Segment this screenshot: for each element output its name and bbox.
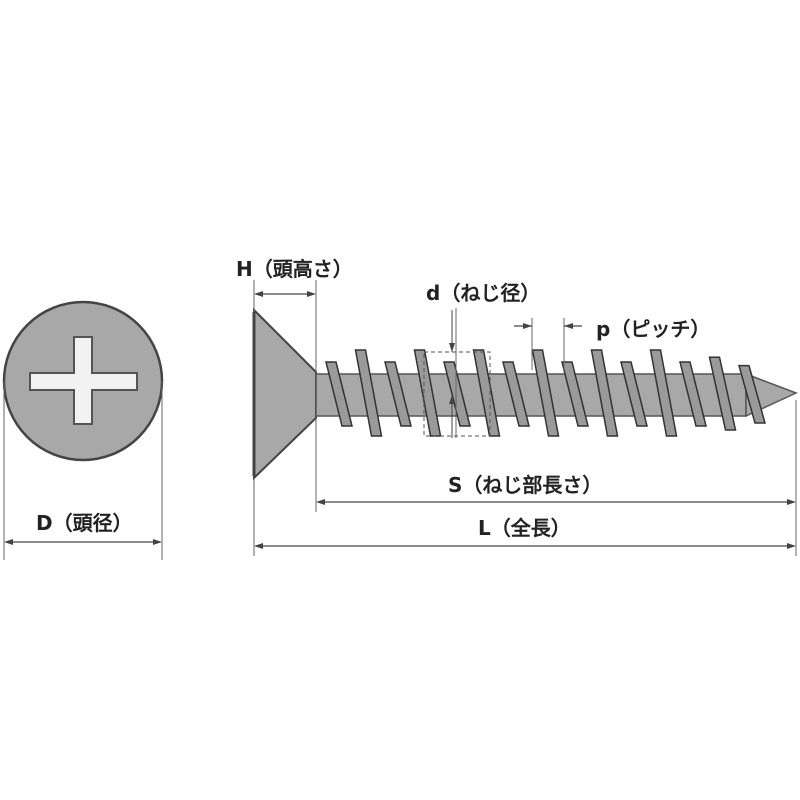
thread-crest bbox=[531, 349, 560, 437]
total-length-dimension bbox=[253, 478, 796, 556]
head-diameter-label: D（頭径） bbox=[36, 511, 133, 535]
thread-crest bbox=[325, 361, 353, 427]
screw-shank bbox=[315, 373, 747, 417]
head-height-label: H（頭高さ） bbox=[236, 257, 353, 281]
thread-crest bbox=[472, 349, 501, 437]
pitch-dimension bbox=[514, 318, 582, 370]
thread-crest bbox=[354, 349, 383, 437]
thread-crest bbox=[443, 361, 471, 427]
thread-diameter-label: d（ねじ径） bbox=[426, 281, 540, 305]
thread-crest bbox=[679, 361, 707, 427]
thread-diameter-dimension bbox=[423, 308, 491, 438]
screw-threads bbox=[325, 349, 766, 437]
screw-head-top-view bbox=[2, 300, 164, 462]
thread-crest bbox=[620, 361, 648, 427]
thread-crest bbox=[649, 349, 678, 437]
head-height-dimension bbox=[253, 280, 317, 372]
phillips-cross-recess bbox=[29, 336, 138, 425]
thread-crest bbox=[708, 356, 737, 431]
total-length-label: L（全長） bbox=[478, 516, 571, 540]
thread-crest bbox=[561, 361, 589, 427]
thread-crest bbox=[738, 364, 766, 424]
thread-length-dimension bbox=[315, 400, 797, 556]
thread-crest bbox=[384, 361, 412, 427]
pitch-label: p（ピッチ） bbox=[596, 317, 710, 341]
screw-side-view bbox=[252, 307, 798, 481]
thread-crest bbox=[502, 361, 530, 427]
head-diameter-dimension bbox=[3, 381, 163, 560]
thread-crest bbox=[590, 349, 619, 437]
countersunk-head bbox=[253, 307, 317, 481]
thread-length-label: S（ねじ部長さ） bbox=[448, 473, 602, 497]
